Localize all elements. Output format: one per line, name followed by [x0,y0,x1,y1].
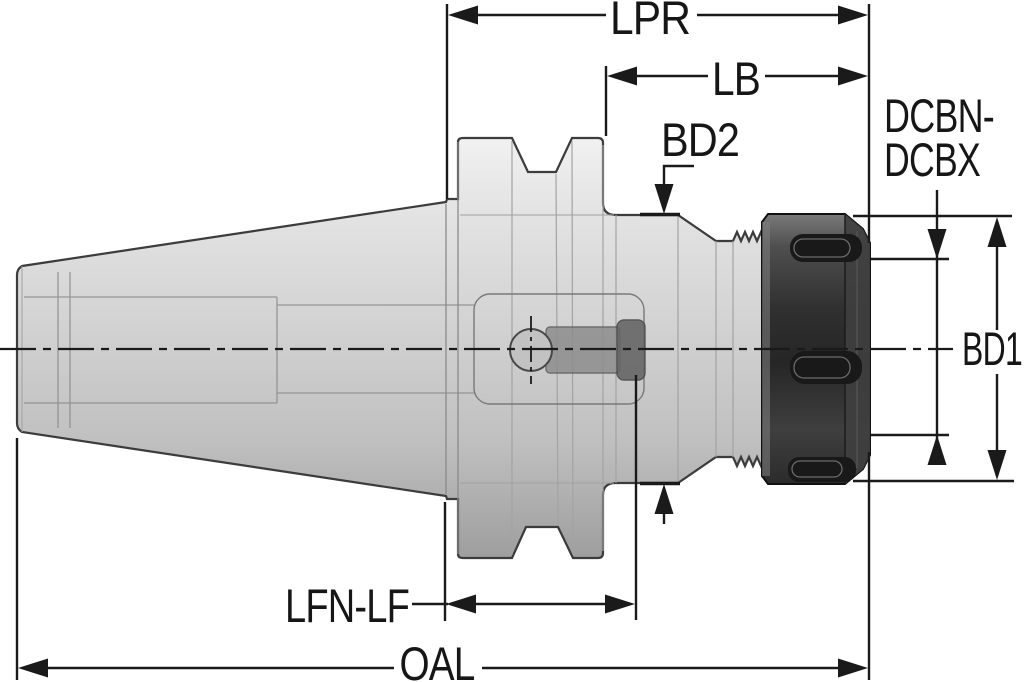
dimension-label-dcbx: DCBX [884,133,980,186]
lb-arrow-right [838,66,868,86]
nut-wrench-slots [788,234,862,482]
lfn-arrow-right [605,594,635,614]
dcbn-arrow-bottom [927,435,947,465]
dim-bd1: BD1 [853,214,1023,483]
dimension-label-lfn-lf: LFN-LF [285,579,409,632]
dimension-label-bd1: BD1 [962,322,1022,375]
bd1-arrow-top [987,217,1007,247]
dcbn-arrow-top [927,229,947,259]
bd2-leader [662,164,694,188]
bd1-arrow-bottom [987,450,1007,480]
dim-lfn-lf: LFN-LF [285,375,638,632]
dimension-label-lb: LB [712,52,760,105]
dim-oal: OAL [15,438,871,682]
lpr-arrow-left [448,5,478,25]
lfn-arrow-left [446,594,476,614]
dim-lpr: LPR [445,0,871,243]
dimension-label-bd2: BD2 [661,113,739,166]
dimension-label-dcbn: DCBN- [884,89,994,142]
oal-arrow-left [18,658,48,678]
bd2-arrow-top [654,184,674,214]
dim-bd2: BD2 [640,113,740,524]
lb-arrow-left [607,66,637,86]
dimension-label-lpr: LPR [610,0,690,44]
dim-lb: LB [604,52,868,136]
bd2-arrow-bottom [654,484,674,514]
dimension-label-oal: OAL [400,637,475,682]
dim-dcbn-dcbx: DCBN- DCBX [871,89,995,465]
lpr-arrow-right [838,5,868,25]
centerlines [0,316,953,384]
oal-arrow-right [838,658,868,678]
